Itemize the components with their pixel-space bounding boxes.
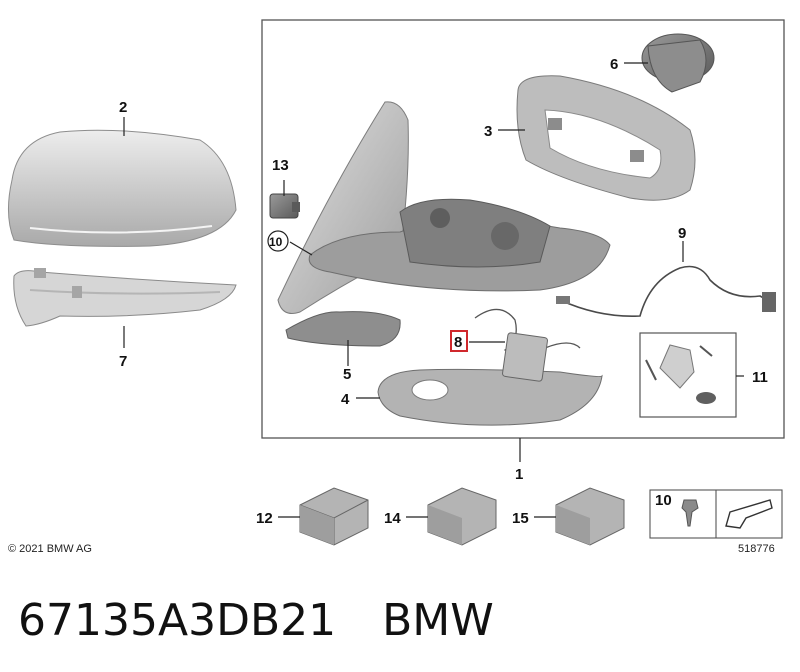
caption-bar: 67135A3DB21 BMW bbox=[18, 585, 494, 655]
actuator-motor-part bbox=[641, 33, 715, 93]
part-box-15 bbox=[555, 487, 625, 546]
wire-harness-part bbox=[556, 265, 776, 317]
part-number: 67135A3DB21 bbox=[18, 594, 337, 646]
callout-9: 9 bbox=[678, 225, 686, 242]
legend-screw-number: 10 bbox=[655, 492, 672, 509]
callout-3: 3 bbox=[484, 123, 492, 140]
callout-8: 8 bbox=[454, 334, 462, 351]
callout-12: 12 bbox=[256, 510, 273, 527]
callout-1: 1 bbox=[515, 466, 523, 483]
callout-4: 4 bbox=[341, 391, 350, 408]
highlight-box bbox=[450, 330, 468, 352]
connector-part bbox=[269, 193, 300, 219]
mirror-housing-part bbox=[308, 198, 611, 292]
diagram-reference-number: 518776 bbox=[738, 543, 775, 555]
callout-11: 11 bbox=[752, 369, 768, 386]
turn-signal-part bbox=[13, 268, 237, 327]
copyright-text: © 2021 BMW AG bbox=[8, 543, 92, 555]
callout-13: 13 bbox=[272, 157, 289, 174]
screw-kit-part bbox=[639, 332, 737, 418]
callout-6: 6 bbox=[610, 56, 618, 73]
lower-trim-part bbox=[377, 368, 603, 426]
part-box-14 bbox=[427, 487, 497, 546]
callout-10: 10 bbox=[269, 235, 283, 249]
callout-7: 7 bbox=[119, 353, 127, 370]
legend-box bbox=[649, 489, 783, 539]
callout-2: 2 bbox=[119, 99, 127, 116]
parts-diagram: 10 1 2 3 4 5 6 7 8 9 10 11 12 13 14 15 bbox=[8, 19, 785, 546]
part-box-12 bbox=[299, 487, 369, 546]
callout-10-circle bbox=[267, 230, 289, 252]
callout-14: 14 bbox=[384, 510, 401, 527]
carrier-frame-part bbox=[516, 75, 696, 201]
leader-lines bbox=[123, 62, 744, 518]
callout-15: 15 bbox=[512, 510, 529, 527]
trim-cover-part bbox=[285, 311, 401, 347]
wiring-module-part bbox=[474, 308, 581, 382]
assembly-frame bbox=[261, 19, 785, 439]
brand-name: BMW bbox=[382, 594, 494, 646]
callout-5: 5 bbox=[343, 366, 351, 383]
mirror-cap-part bbox=[8, 129, 237, 247]
